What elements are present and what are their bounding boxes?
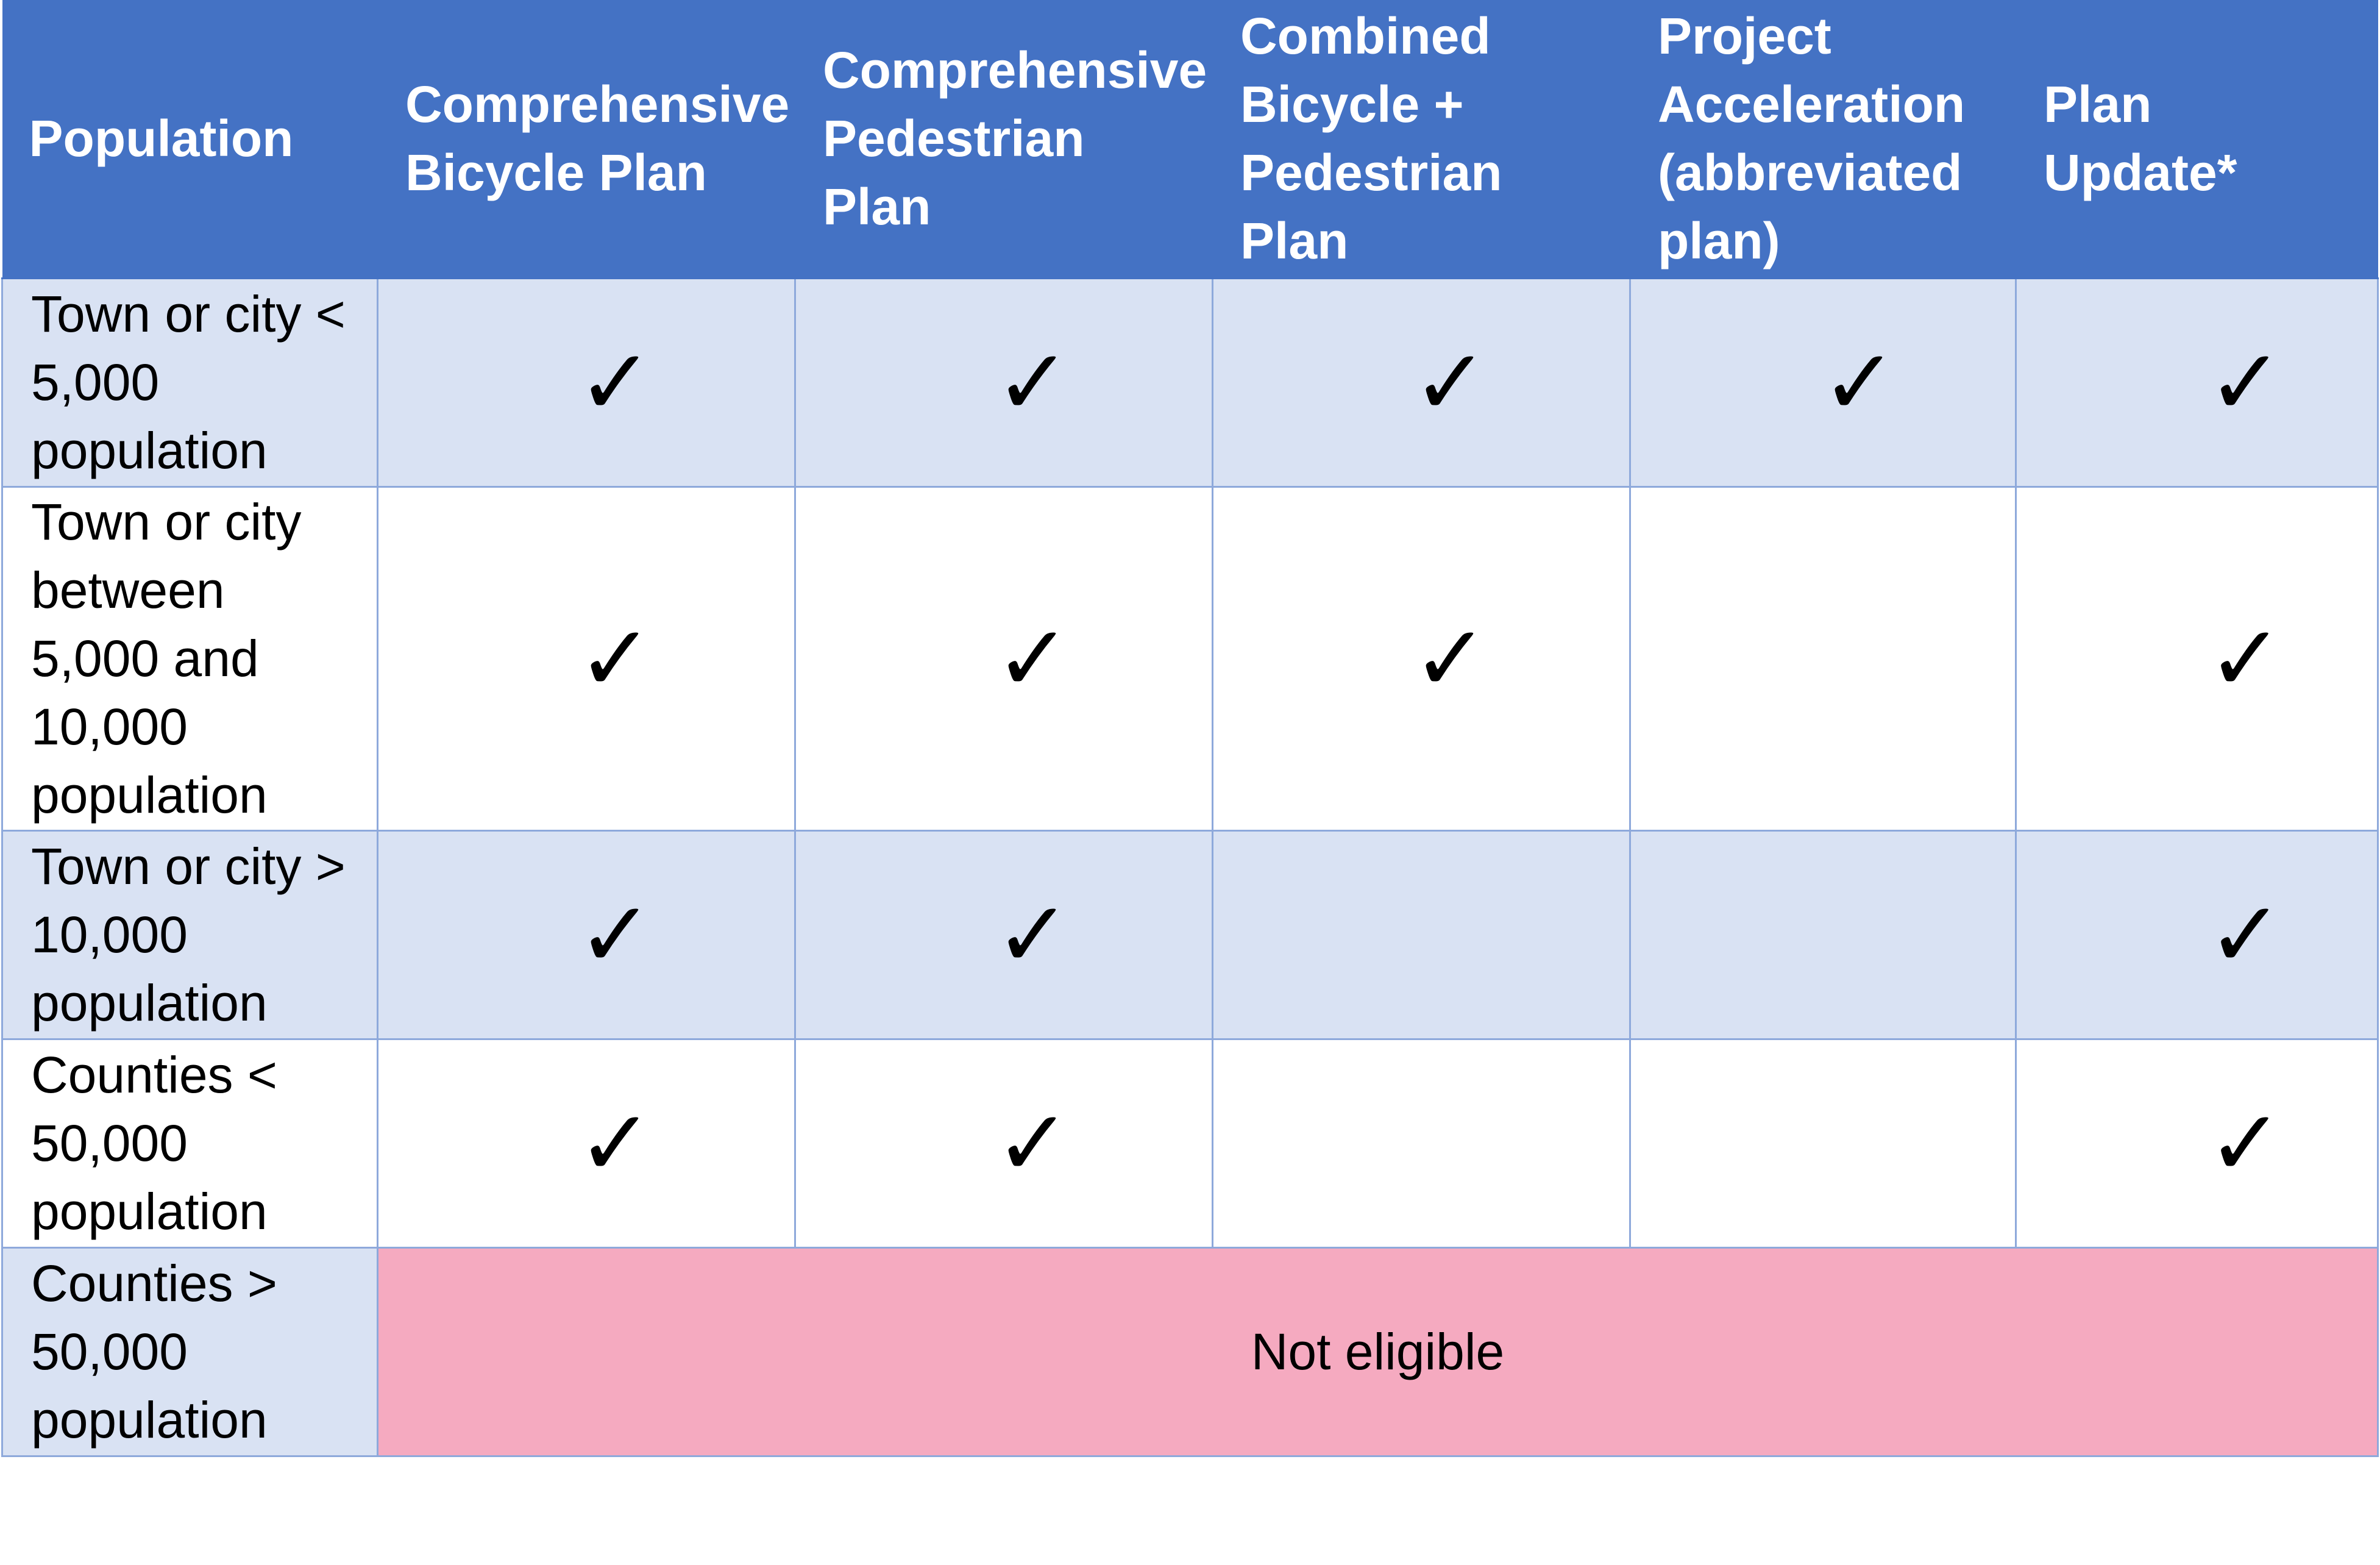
header-project-acceleration: Project Acceleration (abbreviated plan) bbox=[1629, 0, 2017, 279]
table-row: Town or city > 10,000 population ✓ ✓ ✓ bbox=[1, 829, 2379, 1040]
checkmark-icon: ✓ bbox=[577, 882, 654, 988]
eligibility-cell: ✓ bbox=[2015, 485, 2379, 832]
checkmark-icon: ✓ bbox=[1821, 329, 1898, 436]
header-comprehensive-bicycle-plan: Comprehensive Bicycle Plan bbox=[377, 0, 796, 279]
eligibility-cell: ✓ bbox=[2015, 277, 2379, 488]
eligibility-cell: ✓ bbox=[377, 1038, 796, 1249]
table-row: Town or city between 5,000 and 10,000 po… bbox=[1, 485, 2379, 832]
eligibility-cell: ✓ bbox=[377, 829, 796, 1040]
table-row: Counties < 50,000 population ✓ ✓ ✓ bbox=[1, 1038, 2379, 1249]
checkmark-icon: ✓ bbox=[2207, 882, 2284, 988]
checkmark-icon: ✓ bbox=[995, 882, 1071, 988]
eligibility-cell: ✓ bbox=[1212, 485, 1631, 832]
eligibility-cell: ✓ bbox=[2015, 1038, 2379, 1249]
header-comprehensive-pedestrian-plan: Comprehensive Pedestrian Plan bbox=[794, 0, 1213, 279]
checkmark-icon: ✓ bbox=[577, 329, 654, 436]
eligibility-table: Population Comprehensive Bicycle Plan Co… bbox=[1, 0, 2379, 1457]
table-row: Town or city < 5,000 population ✓ ✓ ✓ ✓ … bbox=[1, 277, 2379, 488]
eligibility-cell bbox=[1629, 1038, 2017, 1249]
row-label: Town or city < 5,000 population bbox=[1, 277, 378, 488]
checkmark-icon: ✓ bbox=[2207, 605, 2284, 712]
table-row: Counties > 50,000 population Not eligibl… bbox=[1, 1246, 2379, 1457]
header-population: Population bbox=[2, 0, 378, 279]
eligibility-cell: ✓ bbox=[377, 485, 796, 832]
eligibility-cell bbox=[1629, 485, 2017, 832]
row-label: Town or city between 5,000 and 10,000 po… bbox=[1, 485, 378, 832]
row-label: Counties < 50,000 population bbox=[1, 1038, 378, 1249]
checkmark-icon: ✓ bbox=[995, 605, 1071, 712]
header-plan-update: Plan Update* bbox=[2015, 0, 2378, 279]
checkmark-icon: ✓ bbox=[2207, 1090, 2284, 1197]
eligibility-cell bbox=[1212, 829, 1631, 1040]
row-label: Town or city > 10,000 population bbox=[1, 829, 378, 1040]
eligibility-cell: ✓ bbox=[794, 829, 1213, 1040]
eligibility-cell: ✓ bbox=[1629, 277, 2017, 488]
not-eligible-cell: Not eligible bbox=[377, 1246, 2379, 1457]
header-combined-bicycle-pedestrian-plan: Combined Bicycle + Pedestrian Plan bbox=[1212, 0, 1631, 279]
checkmark-icon: ✓ bbox=[1412, 605, 1489, 712]
checkmark-icon: ✓ bbox=[1412, 329, 1489, 436]
checkmark-icon: ✓ bbox=[2207, 329, 2284, 436]
eligibility-cell: ✓ bbox=[794, 1038, 1213, 1249]
eligibility-cell bbox=[1629, 829, 2017, 1040]
checkmark-icon: ✓ bbox=[577, 1090, 654, 1197]
eligibility-cell: ✓ bbox=[794, 277, 1213, 488]
row-label: Counties > 50,000 population bbox=[1, 1246, 378, 1457]
eligibility-cell: ✓ bbox=[794, 485, 1213, 832]
table-header-row: Population Comprehensive Bicycle Plan Co… bbox=[2, 0, 2378, 279]
eligibility-cell: ✓ bbox=[377, 277, 796, 488]
checkmark-icon: ✓ bbox=[995, 1090, 1071, 1197]
checkmark-icon: ✓ bbox=[577, 605, 654, 712]
eligibility-cell: ✓ bbox=[1212, 277, 1631, 488]
eligibility-cell bbox=[1212, 1038, 1631, 1249]
eligibility-cell: ✓ bbox=[2015, 829, 2379, 1040]
checkmark-icon: ✓ bbox=[995, 329, 1071, 436]
